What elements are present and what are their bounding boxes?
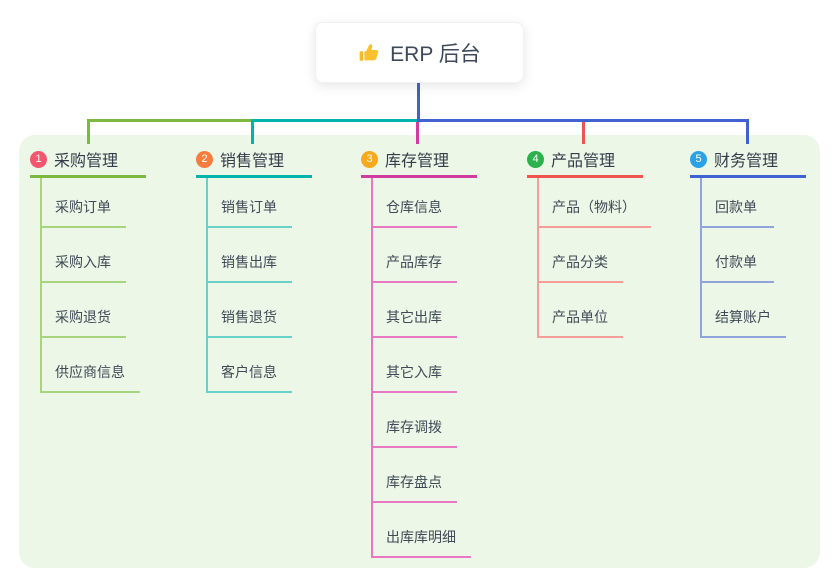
child-node[interactable]: 结算账户 <box>702 283 786 338</box>
branch-1-number-badge: 1 <box>30 150 47 168</box>
child-node[interactable]: 销售出库 <box>208 228 292 283</box>
connector-horizontal-blue <box>417 119 749 122</box>
connector-horizontal-green <box>87 119 254 122</box>
branch-finance: 5 财务管理 回款单 付款单 结算账户 <box>690 143 806 338</box>
branch-2-heading[interactable]: 2 销售管理 <box>196 143 312 175</box>
connector-root-vertical <box>417 83 420 121</box>
branch-product: 4 产品管理 产品（物料） 产品分类 产品单位 <box>527 143 651 338</box>
child-node[interactable]: 其它入库 <box>373 338 457 393</box>
child-node[interactable]: 销售订单 <box>208 178 292 228</box>
branch-2-number-badge: 2 <box>196 150 213 168</box>
connector-drop-branch-2 <box>251 119 254 144</box>
connector-drop-branch-1 <box>87 119 90 144</box>
mindmap-panel <box>19 135 820 568</box>
branch-5-title: 财务管理 <box>714 153 779 170</box>
child-node[interactable]: 采购退货 <box>42 283 126 338</box>
child-node[interactable]: 销售退货 <box>208 283 292 338</box>
branch-inventory: 3 库存管理 仓库信息 产品库存 其它出库 其它入库 库存调拨 库存盘点 出库库… <box>361 143 477 558</box>
branch-5-underline <box>690 175 806 178</box>
child-node[interactable]: 仓库信息 <box>373 178 457 228</box>
branch-5-number-badge: 5 <box>690 150 707 168</box>
child-node[interactable]: 产品单位 <box>539 283 623 338</box>
branch-purchase: 1 采购管理 采购订单 采购入库 采购退货 供应商信息 <box>30 143 146 393</box>
branch-1-underline <box>30 175 146 178</box>
child-node[interactable]: 产品（物料） <box>539 178 651 228</box>
connector-drop-branch-4 <box>582 122 585 144</box>
child-node[interactable]: 产品分类 <box>539 228 623 283</box>
child-node[interactable]: 客户信息 <box>208 338 292 393</box>
branch-3-underline <box>361 175 477 178</box>
branch-2-children: 销售订单 销售出库 销售退货 客户信息 <box>206 178 312 393</box>
branch-4-number-badge: 4 <box>527 150 544 168</box>
root-node-label: ERP 后台 <box>390 42 481 66</box>
root-node[interactable]: ERP 后台 <box>315 22 524 83</box>
connector-drop-branch-3 <box>416 122 419 144</box>
branch-4-title: 产品管理 <box>551 153 616 170</box>
child-node[interactable]: 采购入库 <box>42 228 126 283</box>
branch-5-children: 回款单 付款单 结算账户 <box>700 178 806 338</box>
branch-1-title: 采购管理 <box>54 153 119 170</box>
branch-3-heading[interactable]: 3 库存管理 <box>361 143 477 175</box>
child-node[interactable]: 出库库明细 <box>373 503 471 558</box>
thumbs-up-icon <box>358 42 380 64</box>
branch-3-number-badge: 3 <box>361 150 378 168</box>
connector-drop-branch-5 <box>746 119 749 144</box>
branch-4-heading[interactable]: 4 产品管理 <box>527 143 643 175</box>
branch-4-underline <box>527 175 643 178</box>
branch-1-children: 采购订单 采购入库 采购退货 供应商信息 <box>40 178 146 393</box>
branch-2-underline <box>196 175 312 178</box>
child-node[interactable]: 供应商信息 <box>42 338 140 393</box>
branch-5-heading[interactable]: 5 财务管理 <box>690 143 806 175</box>
child-node[interactable]: 其它出库 <box>373 283 457 338</box>
branch-2-title: 销售管理 <box>220 153 285 170</box>
connector-horizontal-teal <box>252 119 419 122</box>
branch-3-children: 仓库信息 产品库存 其它出库 其它入库 库存调拨 库存盘点 出库库明细 <box>371 178 477 558</box>
branch-3-title: 库存管理 <box>385 153 450 170</box>
branch-sales: 2 销售管理 销售订单 销售出库 销售退货 客户信息 <box>196 143 312 393</box>
child-node[interactable]: 付款单 <box>702 228 774 283</box>
child-node[interactable]: 库存盘点 <box>373 448 457 503</box>
child-node[interactable]: 库存调拨 <box>373 393 457 448</box>
child-node[interactable]: 采购订单 <box>42 178 126 228</box>
child-node[interactable]: 回款单 <box>702 178 774 228</box>
branch-1-heading[interactable]: 1 采购管理 <box>30 143 146 175</box>
branch-4-children: 产品（物料） 产品分类 产品单位 <box>537 178 651 338</box>
child-node[interactable]: 产品库存 <box>373 228 457 283</box>
